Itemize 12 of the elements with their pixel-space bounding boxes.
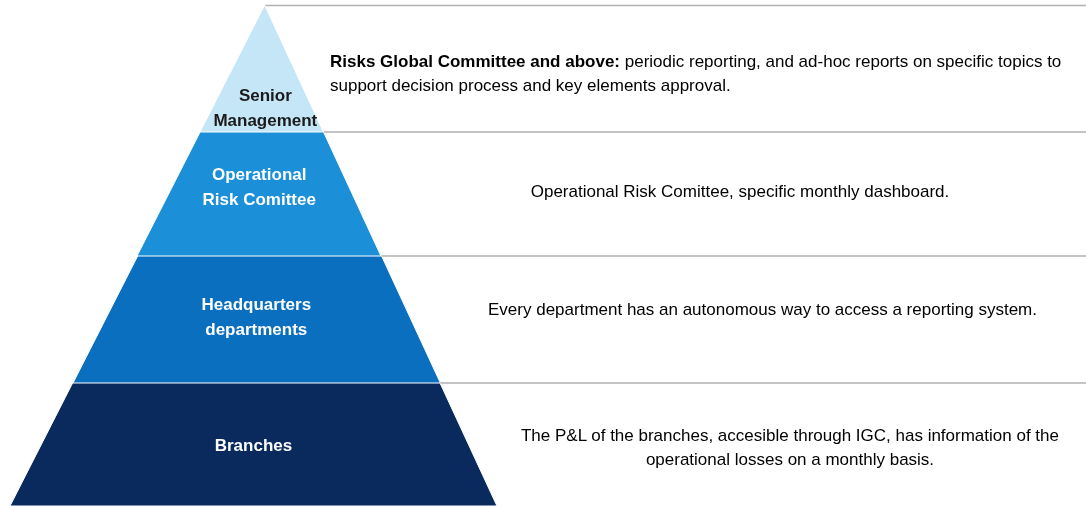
tier-description: Every department has an autonomous way to access a reporting system. <box>487 299 1038 321</box>
tier-label: Senior Management <box>212 85 319 132</box>
pyramid-tier <box>72 256 440 383</box>
tier-label: Headquarters departments <box>200 294 313 341</box>
pyramid-tier <box>200 5 324 132</box>
tier-label: Branches <box>213 435 294 457</box>
pyramid-tier <box>10 383 497 506</box>
tier-description: Risks Global Committee and above: periodic reporting, and ad-hoc reports on specific topics to support decision process and key elements approval. <box>330 51 1063 97</box>
tier-label: Operational Risk Comittee <box>201 164 317 211</box>
tier-description: Operational Risk Comittee, specific monthly dashboard. <box>529 181 951 203</box>
tier-description: The P&L of the branches, accesible through IGC, has information of the operational losses on a monthly basis. <box>520 425 1060 471</box>
pyramid-tier <box>137 132 382 256</box>
